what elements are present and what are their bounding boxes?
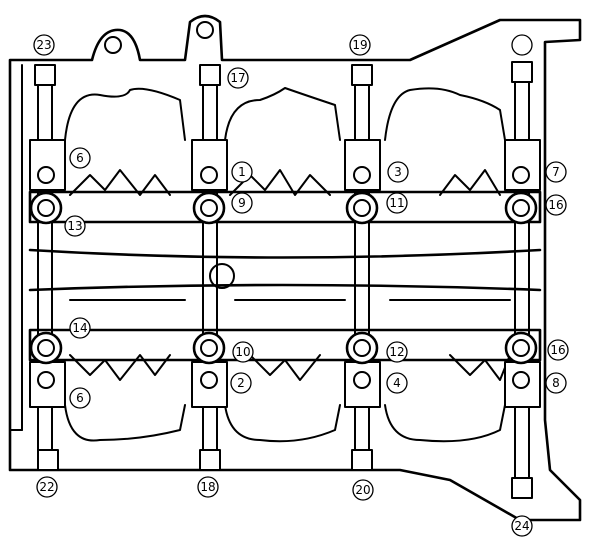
callout-19: 19 bbox=[349, 34, 371, 56]
callout-18: 18 bbox=[197, 476, 219, 498]
callout-12: 12 bbox=[386, 341, 408, 363]
callout-23 bbox=[511, 34, 533, 56]
callout-6-top: 6 bbox=[69, 147, 91, 169]
callout-10-label: 10 bbox=[235, 345, 250, 359]
callout-4-label: 4 bbox=[393, 376, 401, 390]
callout-16-bottom: 16 bbox=[547, 339, 569, 361]
callout-24: 24 bbox=[511, 515, 533, 537]
callout-9: 9 bbox=[231, 192, 253, 214]
cap-blocks bbox=[29, 139, 541, 408]
callout-13: 13 bbox=[64, 215, 86, 237]
callout-6-top-label: 6 bbox=[76, 151, 84, 165]
bolt-heads bbox=[34, 61, 533, 499]
callout-13-label: 13 bbox=[67, 219, 82, 233]
callout-1-label: 1 bbox=[238, 165, 246, 179]
upper-cavity bbox=[64, 87, 506, 141]
callout-14-label: 14 bbox=[72, 321, 87, 335]
callout-2-label: 2 bbox=[237, 376, 245, 390]
callout-8: 8 bbox=[545, 372, 567, 394]
callout-18-label: 18 bbox=[200, 480, 215, 494]
callout-20: 20 bbox=[352, 479, 374, 501]
bearing-bands bbox=[28, 190, 542, 362]
journal-caps bbox=[69, 169, 511, 381]
callout-4: 4 bbox=[386, 372, 408, 394]
callout-21: 23 bbox=[33, 34, 55, 56]
callout-3-label: 3 bbox=[394, 165, 402, 179]
callout-3: 3 bbox=[387, 161, 409, 183]
callout-8-label: 8 bbox=[552, 376, 560, 390]
small-bolts bbox=[37, 166, 530, 389]
callout-24-label: 24 bbox=[514, 519, 529, 533]
callout-10: 10 bbox=[232, 341, 254, 363]
callout-22-label: 22 bbox=[39, 480, 54, 494]
callout-labels: 23 17 19 6 1 3 7 bbox=[33, 34, 569, 537]
callout-11: 11 bbox=[386, 192, 408, 214]
callout-19-label: 19 bbox=[352, 38, 367, 52]
bolt-studs bbox=[37, 69, 530, 491]
callout-9-label: 9 bbox=[238, 196, 246, 210]
callout-11-label: 11 bbox=[389, 196, 404, 210]
callout-6-bottom-label: 6 bbox=[76, 391, 84, 405]
callout-17: 17 bbox=[227, 67, 249, 89]
large-bolts bbox=[29, 191, 538, 365]
lower-cavity bbox=[64, 404, 506, 443]
callout-16-top-label: 16 bbox=[548, 198, 563, 212]
callout-2: 2 bbox=[230, 372, 252, 394]
callout-6-bottom: 6 bbox=[69, 387, 91, 409]
callout-1: 1 bbox=[231, 161, 253, 183]
callout-22: 22 bbox=[36, 476, 58, 498]
callout-21-label: 23 bbox=[36, 38, 51, 52]
callout-12-label: 12 bbox=[389, 345, 404, 359]
callout-7-label: 7 bbox=[552, 165, 560, 179]
callout-16-top: 16 bbox=[545, 194, 567, 216]
callout-16-bottom-label: 16 bbox=[550, 343, 565, 357]
callout-20-label: 20 bbox=[355, 483, 370, 497]
callout-17-label: 17 bbox=[230, 71, 245, 85]
callout-7: 7 bbox=[545, 161, 567, 183]
housing-outline bbox=[8, 14, 582, 522]
callout-14: 14 bbox=[69, 317, 91, 339]
